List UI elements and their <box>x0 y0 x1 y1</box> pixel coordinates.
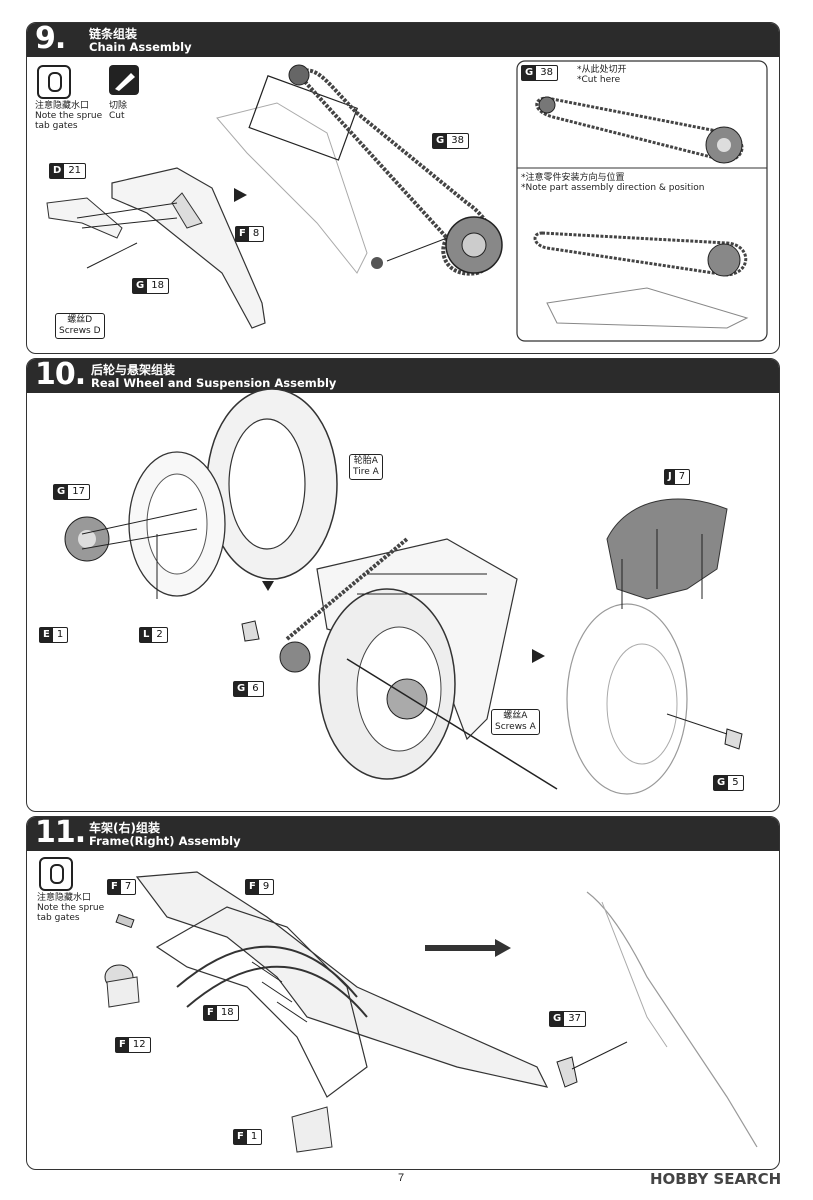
sprue-gate-icon <box>39 857 73 891</box>
sprue-gate-icon <box>37 65 71 99</box>
cut-label-cn: 切除 <box>109 101 128 111</box>
chain-assembly-illustration <box>46 60 768 342</box>
note-direction-en: *Note part assembly direction & position <box>521 183 705 193</box>
step-title-en: Frame(Right) Assembly <box>89 834 241 848</box>
step-title-cn: 车架(右)组装 <box>89 821 160 835</box>
step-number: 11. <box>35 816 86 850</box>
step-number: 10. <box>35 358 86 392</box>
sprue-note-en-1: Note the sprue <box>37 903 105 913</box>
sprue-note-en-2: tab gates <box>35 121 78 131</box>
step-9-panel: 9. 链条组装 Chain Assembly <box>26 22 780 354</box>
sprue-note-en-1: Note the sprue <box>35 111 103 121</box>
step-title-cn: 后轮与悬架组装 <box>91 363 176 377</box>
sprue-note-cn: 注意隐藏水口 <box>35 101 90 111</box>
cut-label-en: Cut <box>109 111 125 121</box>
step-header: 10. 后轮与悬架组装 Real Wheel and Suspension As… <box>27 359 779 393</box>
step-header: 9. 链条组装 Chain Assembly <box>27 23 779 57</box>
step-10-panel: 10. 后轮与悬架组装 Real Wheel and Suspension As… <box>26 358 780 812</box>
frame-right-illustration <box>104 871 758 1153</box>
step-title-cn: 链条组装 <box>89 27 138 41</box>
step-header: 11. 车架(右)组装 Frame(Right) Assembly <box>27 817 779 851</box>
wheel-suspension-illustration <box>64 388 743 795</box>
cut-here-en: *Cut here <box>577 75 621 85</box>
step-title-en: Real Wheel and Suspension Assembly <box>91 376 337 390</box>
sprue-note-en-2: tab gates <box>37 913 80 923</box>
step-11-panel: 11. 车架(右)组装 Frame(Right) Assembly 注意隐藏水口… <box>26 816 780 1170</box>
cut-here-cn: *从此处切开 <box>577 65 627 75</box>
watermark: HOBBY SEARCH <box>650 1170 782 1188</box>
step-title-en: Chain Assembly <box>89 40 192 54</box>
step-number: 9. <box>35 22 66 56</box>
sprue-note-cn: 注意隐藏水口 <box>37 893 92 903</box>
note-direction-cn: *注意零件安装方向与位置 <box>521 173 625 183</box>
page-number: 7 <box>398 1172 405 1184</box>
cut-icon <box>109 65 139 95</box>
